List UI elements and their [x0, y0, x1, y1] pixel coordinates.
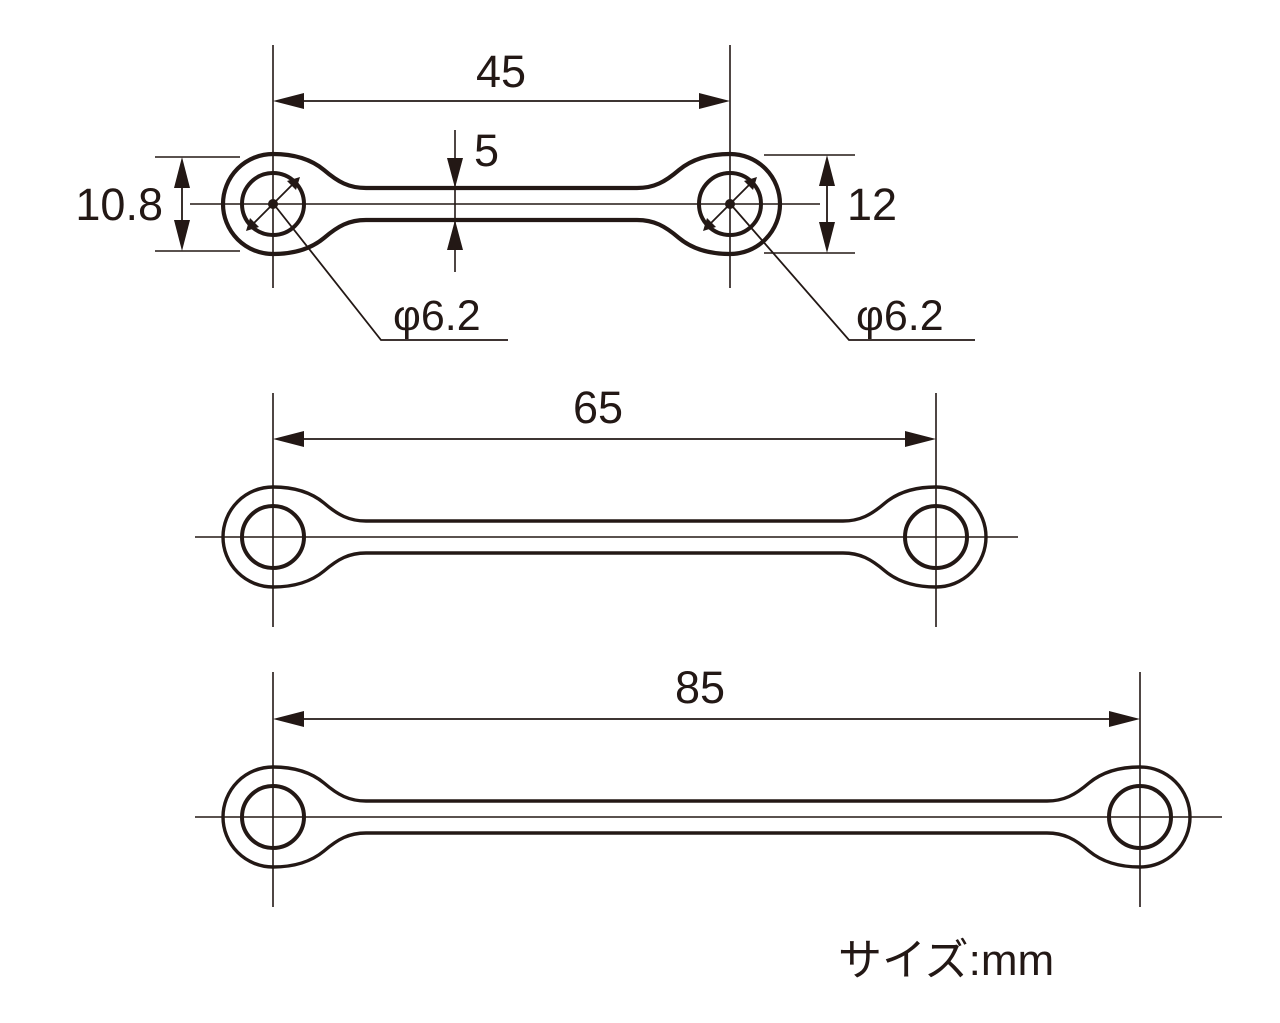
dim-45-arrow-left [273, 93, 304, 109]
eye-outer-right-65 [934, 485, 988, 589]
eye-outer-left [220, 151, 276, 257]
dimension-12: 12 [764, 154, 897, 254]
callout-phi-left: φ6.2 [275, 206, 508, 341]
eye-outer-right [727, 151, 783, 257]
part-outline-85-lower [271, 831, 1142, 869]
hole-circle-right-65 [903, 504, 969, 570]
dimension-10-8: 10.8 [75, 156, 240, 252]
unit-note-label: サイズ:mm [838, 936, 1054, 985]
dimension-65: 65 [273, 382, 936, 447]
view-bottom-85mm: 85 [195, 662, 1222, 907]
dim-10-8-arrow-bottom [174, 220, 190, 251]
dim-5-arrow-top [447, 158, 463, 188]
dim-65-arrow-left [273, 431, 304, 447]
hole-circle-right [697, 171, 763, 237]
dim-10-8-label: 10.8 [75, 179, 163, 230]
view-top-dimensioned: 45 5 10.8 12 φ6.2 [75, 45, 975, 341]
eye-outer-left-65 [221, 485, 275, 589]
dim-5-arrow-bottom [447, 220, 463, 250]
part-outline-65-lower [271, 551, 938, 589]
dim-12-arrow-bottom [819, 222, 835, 253]
leader-line-phi-right [732, 206, 975, 341]
hole-circle-left [240, 171, 306, 237]
view-mid-65mm: 65 [195, 382, 1018, 627]
leader-line-phi-left [275, 206, 508, 341]
dimension-5: 5 [447, 125, 499, 250]
hole-circle-left-85 [240, 784, 306, 850]
dim-85-arrow-right [1109, 711, 1140, 727]
dim-12-label: 12 [847, 179, 897, 230]
hole-circle-left-65 [240, 504, 306, 570]
part-outline-85-upper [271, 765, 1142, 803]
dim-5-label: 5 [474, 125, 499, 176]
dim-45-label: 45 [476, 46, 526, 97]
dim-phi-right-label: φ6.2 [856, 292, 944, 340]
part-outline-top-upper [270, 151, 733, 191]
dimension-45: 45 [273, 46, 730, 109]
eye-outer-left-85 [221, 765, 275, 869]
callout-phi-right: φ6.2 [732, 206, 975, 341]
diameter-arrow-left [246, 177, 300, 231]
eye-outer-right-85 [1138, 765, 1192, 869]
hole-circle-right-85 [1107, 784, 1173, 850]
dim-10-8-arrow-top [174, 157, 190, 188]
dim-85-arrow-left [273, 711, 304, 727]
dim-45-arrow-right [699, 93, 730, 109]
dimension-85: 85 [273, 662, 1140, 727]
part-outline-top-lower [270, 217, 733, 257]
dim-phi-left-label: φ6.2 [393, 292, 481, 340]
dim-65-arrow-right [905, 431, 936, 447]
dim-65-label: 65 [573, 382, 623, 433]
part-outline-65-upper [271, 485, 938, 523]
diameter-arrow-right [703, 177, 757, 231]
dim-85-label: 85 [675, 662, 725, 713]
dim-12-arrow-top [819, 155, 835, 186]
